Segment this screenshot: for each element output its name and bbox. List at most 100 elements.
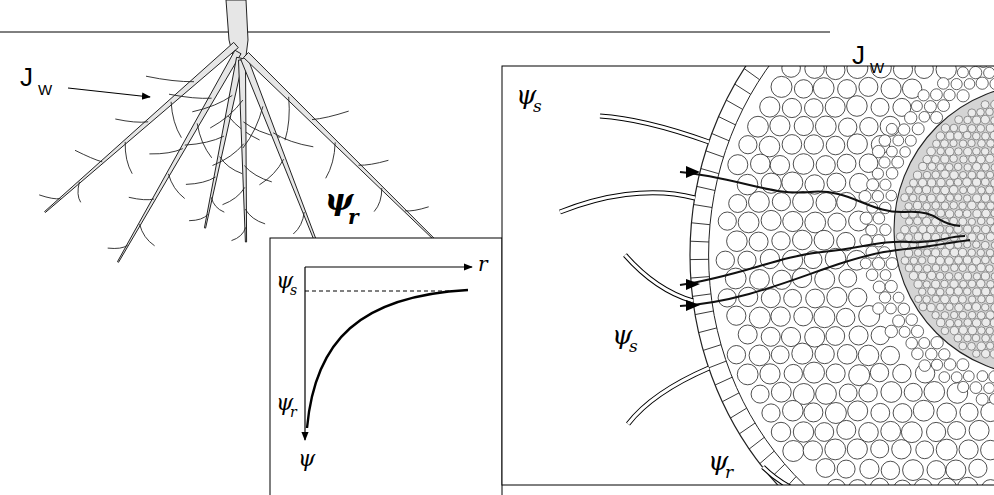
inner-cortex-cell <box>912 348 924 360</box>
stele-cell <box>977 264 985 272</box>
cortex-cell <box>848 480 867 485</box>
fine-root <box>293 212 304 234</box>
root-hair <box>763 467 800 485</box>
stele-cell <box>941 186 949 194</box>
cortex-cell <box>848 401 868 421</box>
cortex-cell <box>782 66 801 77</box>
cortex-cell <box>794 116 813 135</box>
stele-cell <box>986 154 994 163</box>
fine-root <box>210 100 243 128</box>
cortex-cell <box>737 364 758 385</box>
cortex-cell <box>837 420 856 439</box>
cortex-cell <box>827 173 846 192</box>
inner-cortex-cell <box>886 258 898 270</box>
stele-cell <box>963 210 971 218</box>
stele-cell <box>977 217 985 225</box>
cortex-cell <box>761 327 780 346</box>
cortex-cell <box>814 307 835 328</box>
cortex-cell <box>814 230 834 250</box>
soil-surface-line <box>0 32 830 33</box>
cortex-cell <box>804 403 823 422</box>
fine-root <box>149 149 182 154</box>
cortex-cell <box>772 193 790 211</box>
inner-cortex-cell <box>944 359 956 371</box>
stele-cell <box>941 140 949 148</box>
stele-cell <box>910 226 918 234</box>
stele-cell <box>901 194 909 202</box>
stele-cell <box>977 312 985 320</box>
inner-cortex-cell <box>898 124 910 136</box>
stele-cell <box>928 287 936 295</box>
stele-cell <box>981 148 989 156</box>
stele-cell <box>973 132 981 140</box>
cortex-cell <box>738 212 759 233</box>
stele-cell <box>922 186 930 194</box>
inner-cortex-cell <box>860 212 872 224</box>
stele-cell <box>982 209 990 217</box>
stele-cell <box>955 273 963 281</box>
psi-axis <box>304 267 305 440</box>
stele-cell <box>927 271 935 279</box>
stele-cell <box>932 202 940 210</box>
cortex-cell <box>936 66 956 80</box>
inner-cortex-cell <box>873 213 885 225</box>
cortex-cell <box>946 460 966 480</box>
stele-cell <box>982 132 990 140</box>
cortex-cell <box>849 365 870 386</box>
cortex-cell <box>804 362 825 383</box>
stele-cell <box>941 248 950 257</box>
cortex-cell <box>738 251 756 269</box>
stele-cell <box>932 295 939 302</box>
lateral-root <box>117 50 241 262</box>
inner-cortex-cell <box>886 123 897 134</box>
stele-cell <box>987 281 994 289</box>
stele-cell <box>973 273 980 280</box>
stele-cell <box>968 201 977 210</box>
root-hair <box>600 116 709 142</box>
stele-cell <box>986 186 994 194</box>
cortex-cell <box>793 191 814 212</box>
stele-cell <box>955 304 963 312</box>
stele-cell <box>972 303 981 312</box>
stele-cell <box>945 210 953 218</box>
cortex-cell <box>751 385 769 403</box>
stele-cell <box>919 194 927 202</box>
stele-cell <box>987 140 994 148</box>
stele-cell <box>946 179 953 186</box>
cortex-cell <box>728 155 748 175</box>
cortex-cell <box>751 154 771 174</box>
stele-cell <box>981 115 990 124</box>
inner-cortex-cell <box>880 270 891 281</box>
inner-cortex-cell <box>900 147 911 158</box>
cortex-cell <box>727 306 746 325</box>
fine-root <box>171 102 181 138</box>
stele-cell <box>973 288 981 296</box>
stele-cell <box>960 172 967 179</box>
stele-cell <box>977 342 986 351</box>
stele-cell <box>914 217 922 225</box>
inner-cortex-cell <box>911 325 923 337</box>
cortex-cell <box>916 441 934 459</box>
stele-cell <box>905 203 912 210</box>
inner-cortex-cell <box>984 67 994 78</box>
stele-cell <box>982 304 989 311</box>
stele-cell <box>928 163 936 171</box>
cortex-cell <box>927 461 946 480</box>
fine-root <box>223 187 245 204</box>
cortex-cell <box>793 230 813 250</box>
cortex-cell <box>881 346 900 365</box>
stele-cell <box>991 287 994 295</box>
stele-cell <box>954 163 962 171</box>
stele-cell <box>963 272 971 280</box>
soil-potential-subscript: s <box>533 98 542 115</box>
cortex-cell <box>770 156 789 175</box>
stele-cell <box>950 295 959 304</box>
cortex-cell <box>859 77 878 96</box>
inner-cortex-cell <box>951 79 962 90</box>
cortex-cell <box>969 420 989 440</box>
inner-cortex-cell <box>866 225 877 236</box>
stele-cell <box>941 295 950 304</box>
stele-cell <box>973 210 981 218</box>
epidermis-cell-wall <box>699 328 717 333</box>
stele-cell <box>960 281 968 289</box>
